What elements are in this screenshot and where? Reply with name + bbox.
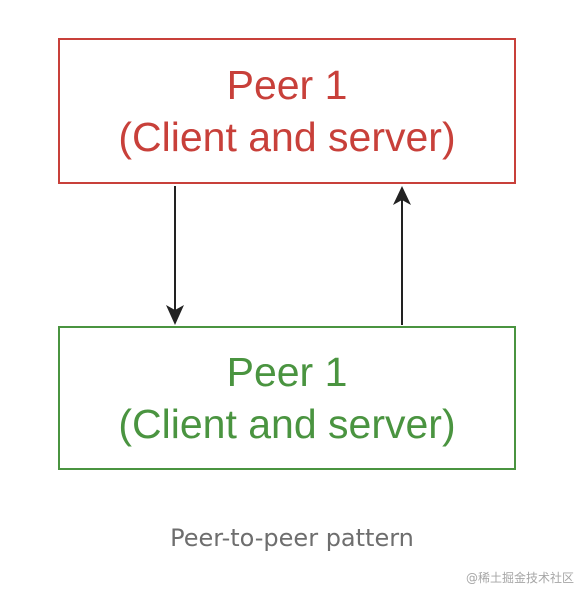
top-peer-role: (Client and server) bbox=[118, 114, 456, 160]
top-peer-name: Peer 1 bbox=[226, 62, 348, 108]
top-peer-box: Peer 1 (Client and server) bbox=[58, 38, 516, 184]
bottom-peer-role: (Client and server) bbox=[118, 401, 456, 447]
arrow-up bbox=[393, 186, 411, 325]
arrow-down bbox=[166, 186, 184, 325]
bottom-peer-box: Peer 1 (Client and server) bbox=[58, 326, 516, 470]
watermark-text: @稀土掘金技术社区 bbox=[465, 571, 574, 585]
diagram-caption: Peer-to-peer pattern bbox=[170, 524, 414, 552]
bottom-peer-name: Peer 1 bbox=[226, 349, 348, 395]
